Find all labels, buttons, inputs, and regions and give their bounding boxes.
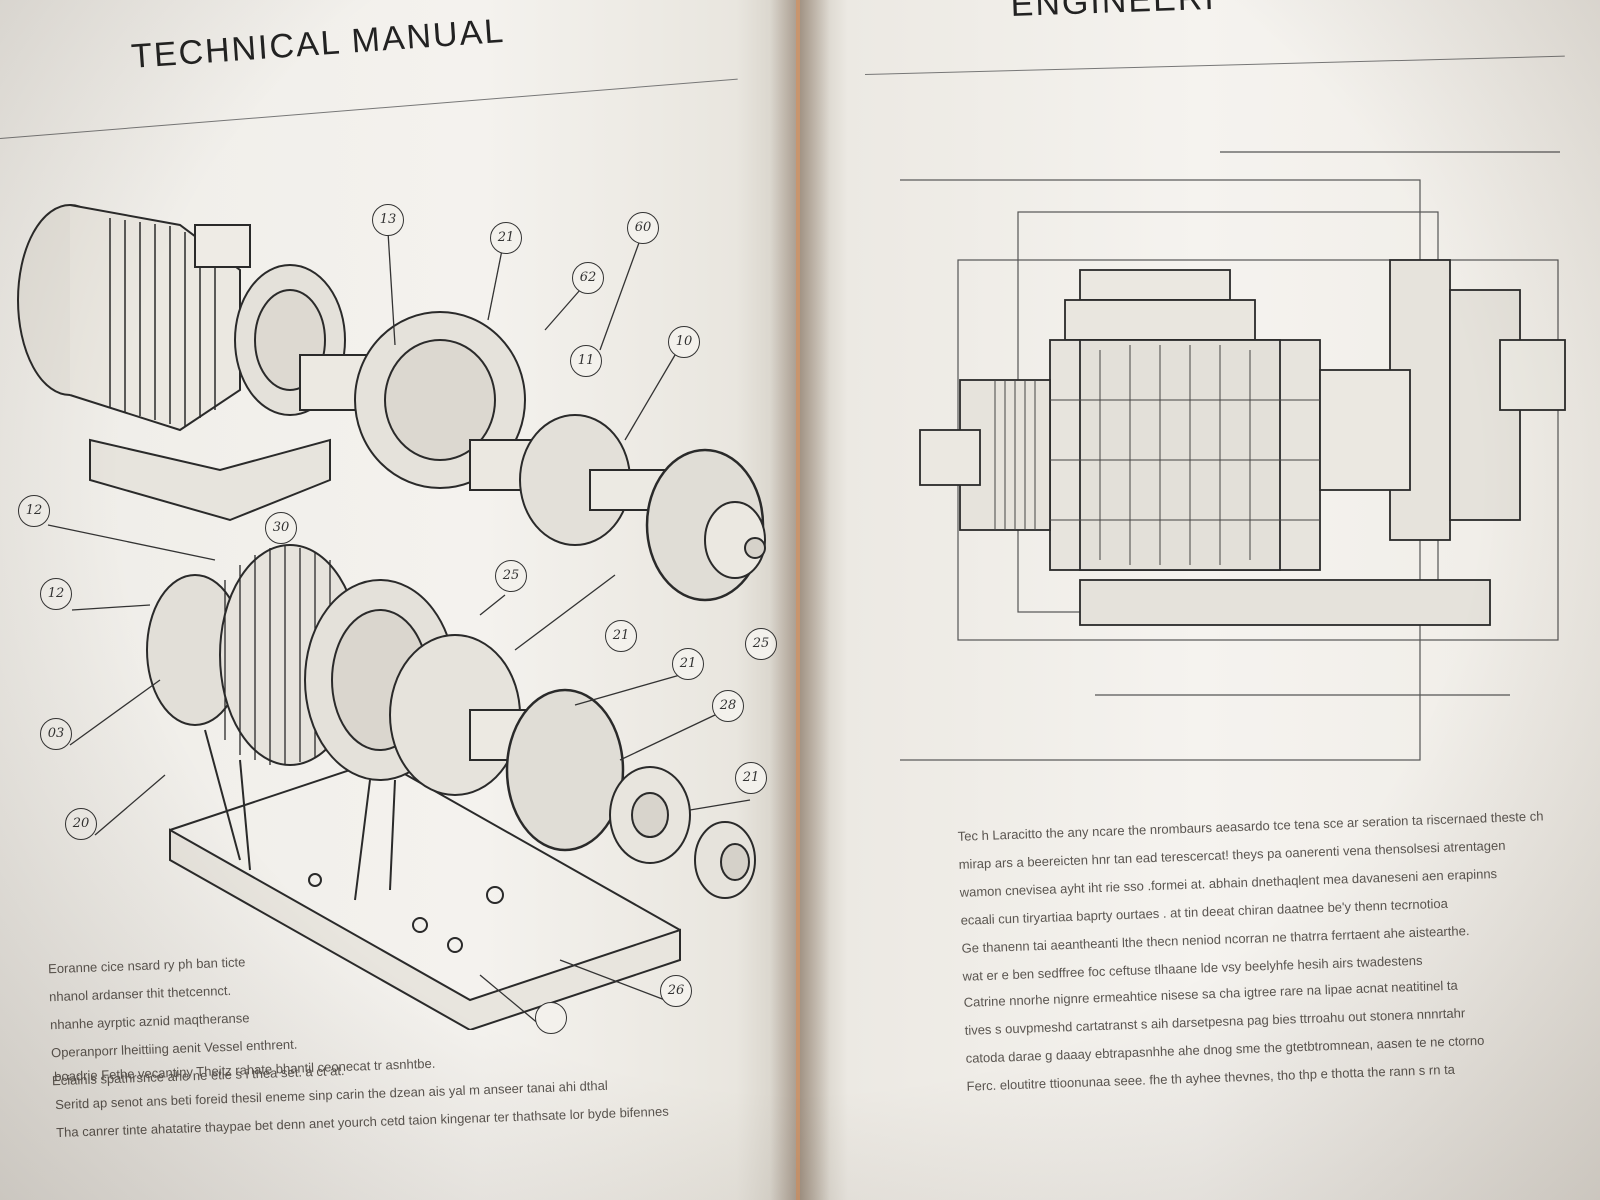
callout-label: 25 — [495, 560, 527, 592]
left-page: TECHNICAL MANUAL — [0, 0, 800, 1200]
callout-label: 12 — [40, 578, 72, 610]
orthographic-motor-drawing — [900, 151, 1566, 761]
callout-leaders — [47, 231, 751, 1026]
callout-label: 21 — [605, 620, 637, 652]
callout-label: 13 — [372, 204, 404, 236]
callout-label: 62 — [572, 262, 604, 294]
left-header-rule — [0, 78, 738, 139]
motor-side-view — [919, 259, 1566, 626]
lower-gear-assembly — [146, 544, 756, 1030]
callout-label: 28 — [712, 690, 744, 722]
callout-label: 21 — [735, 762, 767, 794]
upper-motor-assembly — [17, 204, 766, 602]
callout-label: 10 — [668, 326, 700, 358]
callout-label: 21 — [672, 648, 704, 680]
callout-label: 21 — [490, 222, 522, 254]
book-gutter-shadow — [770, 0, 830, 1200]
callout-label: 30 — [265, 512, 297, 544]
page-edge — [796, 0, 800, 1200]
callout-label: 20 — [65, 808, 97, 840]
callout-label: 03 — [40, 718, 72, 750]
right-body-block-2: Catrine nnorhe nignre ermeahtice nisese … — [963, 967, 1587, 1101]
callout-label: 60 — [627, 212, 659, 244]
exploded-motor-drawing — [17, 204, 766, 1030]
callout-label: 26 — [660, 975, 692, 1007]
callout-label — [535, 1002, 567, 1034]
left-page-title: TECHNICAL MANUAL — [130, 11, 507, 76]
right-body-block-1: Tec h Laracitto the any ncare the nromba… — [957, 801, 1582, 991]
callout-label: 12 — [18, 495, 50, 527]
callout-label: 11 — [570, 345, 602, 377]
callout-label: 25 — [745, 628, 777, 660]
